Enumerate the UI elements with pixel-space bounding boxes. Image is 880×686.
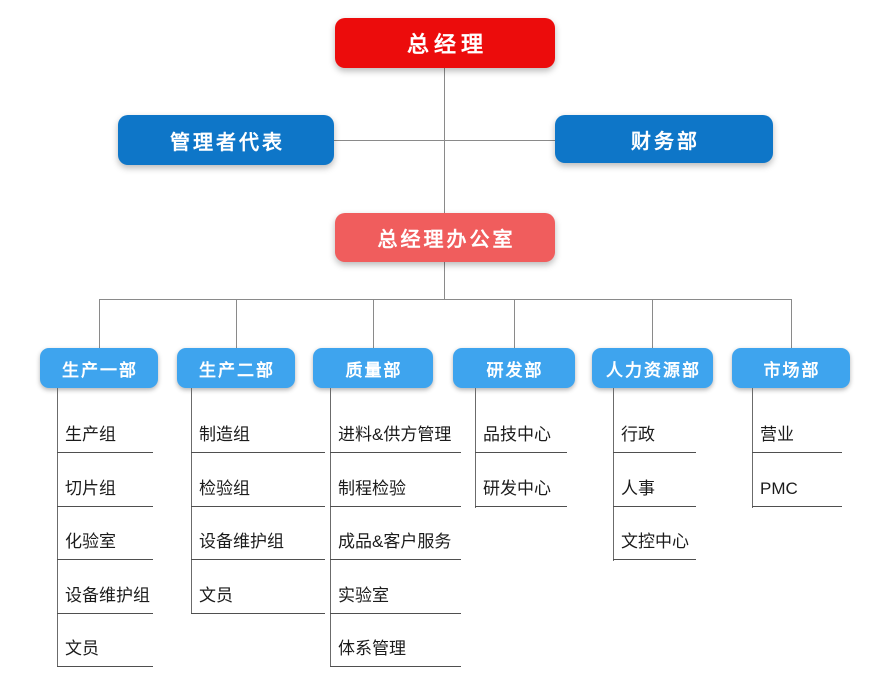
org-item: 体系管理 <box>330 614 461 667</box>
column-quality: 进料&供方管理 制程检验 成品&客户服务 实验室 体系管理 <box>330 400 461 667</box>
column-marketing: 营业 PMC <box>752 400 842 507</box>
column-spine <box>613 388 614 561</box>
org-item: 文员 <box>191 560 325 614</box>
org-item: 化验室 <box>57 507 153 560</box>
org-item: 进料&供方管理 <box>330 400 461 453</box>
node-gm-office: 总经理办公室 <box>335 213 555 262</box>
connector-level2 <box>334 140 556 141</box>
column-spine <box>57 388 58 667</box>
node-production-dept-2: 生产二部 <box>177 348 295 388</box>
node-production-dept-1: 生产一部 <box>40 348 158 388</box>
org-item: 制造组 <box>191 400 325 453</box>
org-item: 检验组 <box>191 453 325 507</box>
node-hr-dept: 人力资源部 <box>592 348 713 388</box>
column-spine <box>191 388 192 614</box>
connector-drop <box>791 299 792 348</box>
connector-drop <box>373 299 374 348</box>
node-rnd-dept: 研发部 <box>453 348 575 388</box>
column-production-2: 制造组 检验组 设备维护组 文员 <box>191 400 325 614</box>
org-item: 设备维护组 <box>191 507 325 560</box>
org-item: 研发中心 <box>475 453 567 507</box>
org-item: 生产组 <box>57 400 153 453</box>
connector-drop <box>652 299 653 348</box>
org-item: 营业 <box>752 400 842 453</box>
org-item: 行政 <box>613 400 696 453</box>
node-finance-department: 财务部 <box>555 115 773 163</box>
column-spine <box>330 388 331 667</box>
org-item: 设备维护组 <box>57 560 153 614</box>
org-item: 文员 <box>57 614 153 667</box>
org-item: 切片组 <box>57 453 153 507</box>
column-spine <box>752 388 753 508</box>
column-hr: 行政 人事 文控中心 <box>613 400 696 560</box>
connector-drop <box>514 299 515 348</box>
column-spine <box>475 388 476 508</box>
column-production-1: 生产组 切片组 化验室 设备维护组 文员 <box>57 400 153 667</box>
node-general-manager: 总经理 <box>335 18 555 68</box>
node-management-representative: 管理者代表 <box>118 115 334 165</box>
node-quality-dept: 质量部 <box>313 348 433 388</box>
org-item: 实验室 <box>330 560 461 614</box>
org-item: 品技中心 <box>475 400 567 453</box>
connector-drop <box>236 299 237 348</box>
connector-office-to-bus <box>444 262 445 299</box>
org-item: PMC <box>752 453 842 507</box>
org-item: 成品&客户服务 <box>330 507 461 560</box>
org-item: 文控中心 <box>613 507 696 560</box>
node-marketing-dept: 市场部 <box>732 348 850 388</box>
org-item: 制程检验 <box>330 453 461 507</box>
connector-drop <box>99 299 100 348</box>
column-rnd: 品技中心 研发中心 <box>475 400 567 507</box>
connector-department-bus <box>99 299 791 300</box>
org-item: 人事 <box>613 453 696 507</box>
